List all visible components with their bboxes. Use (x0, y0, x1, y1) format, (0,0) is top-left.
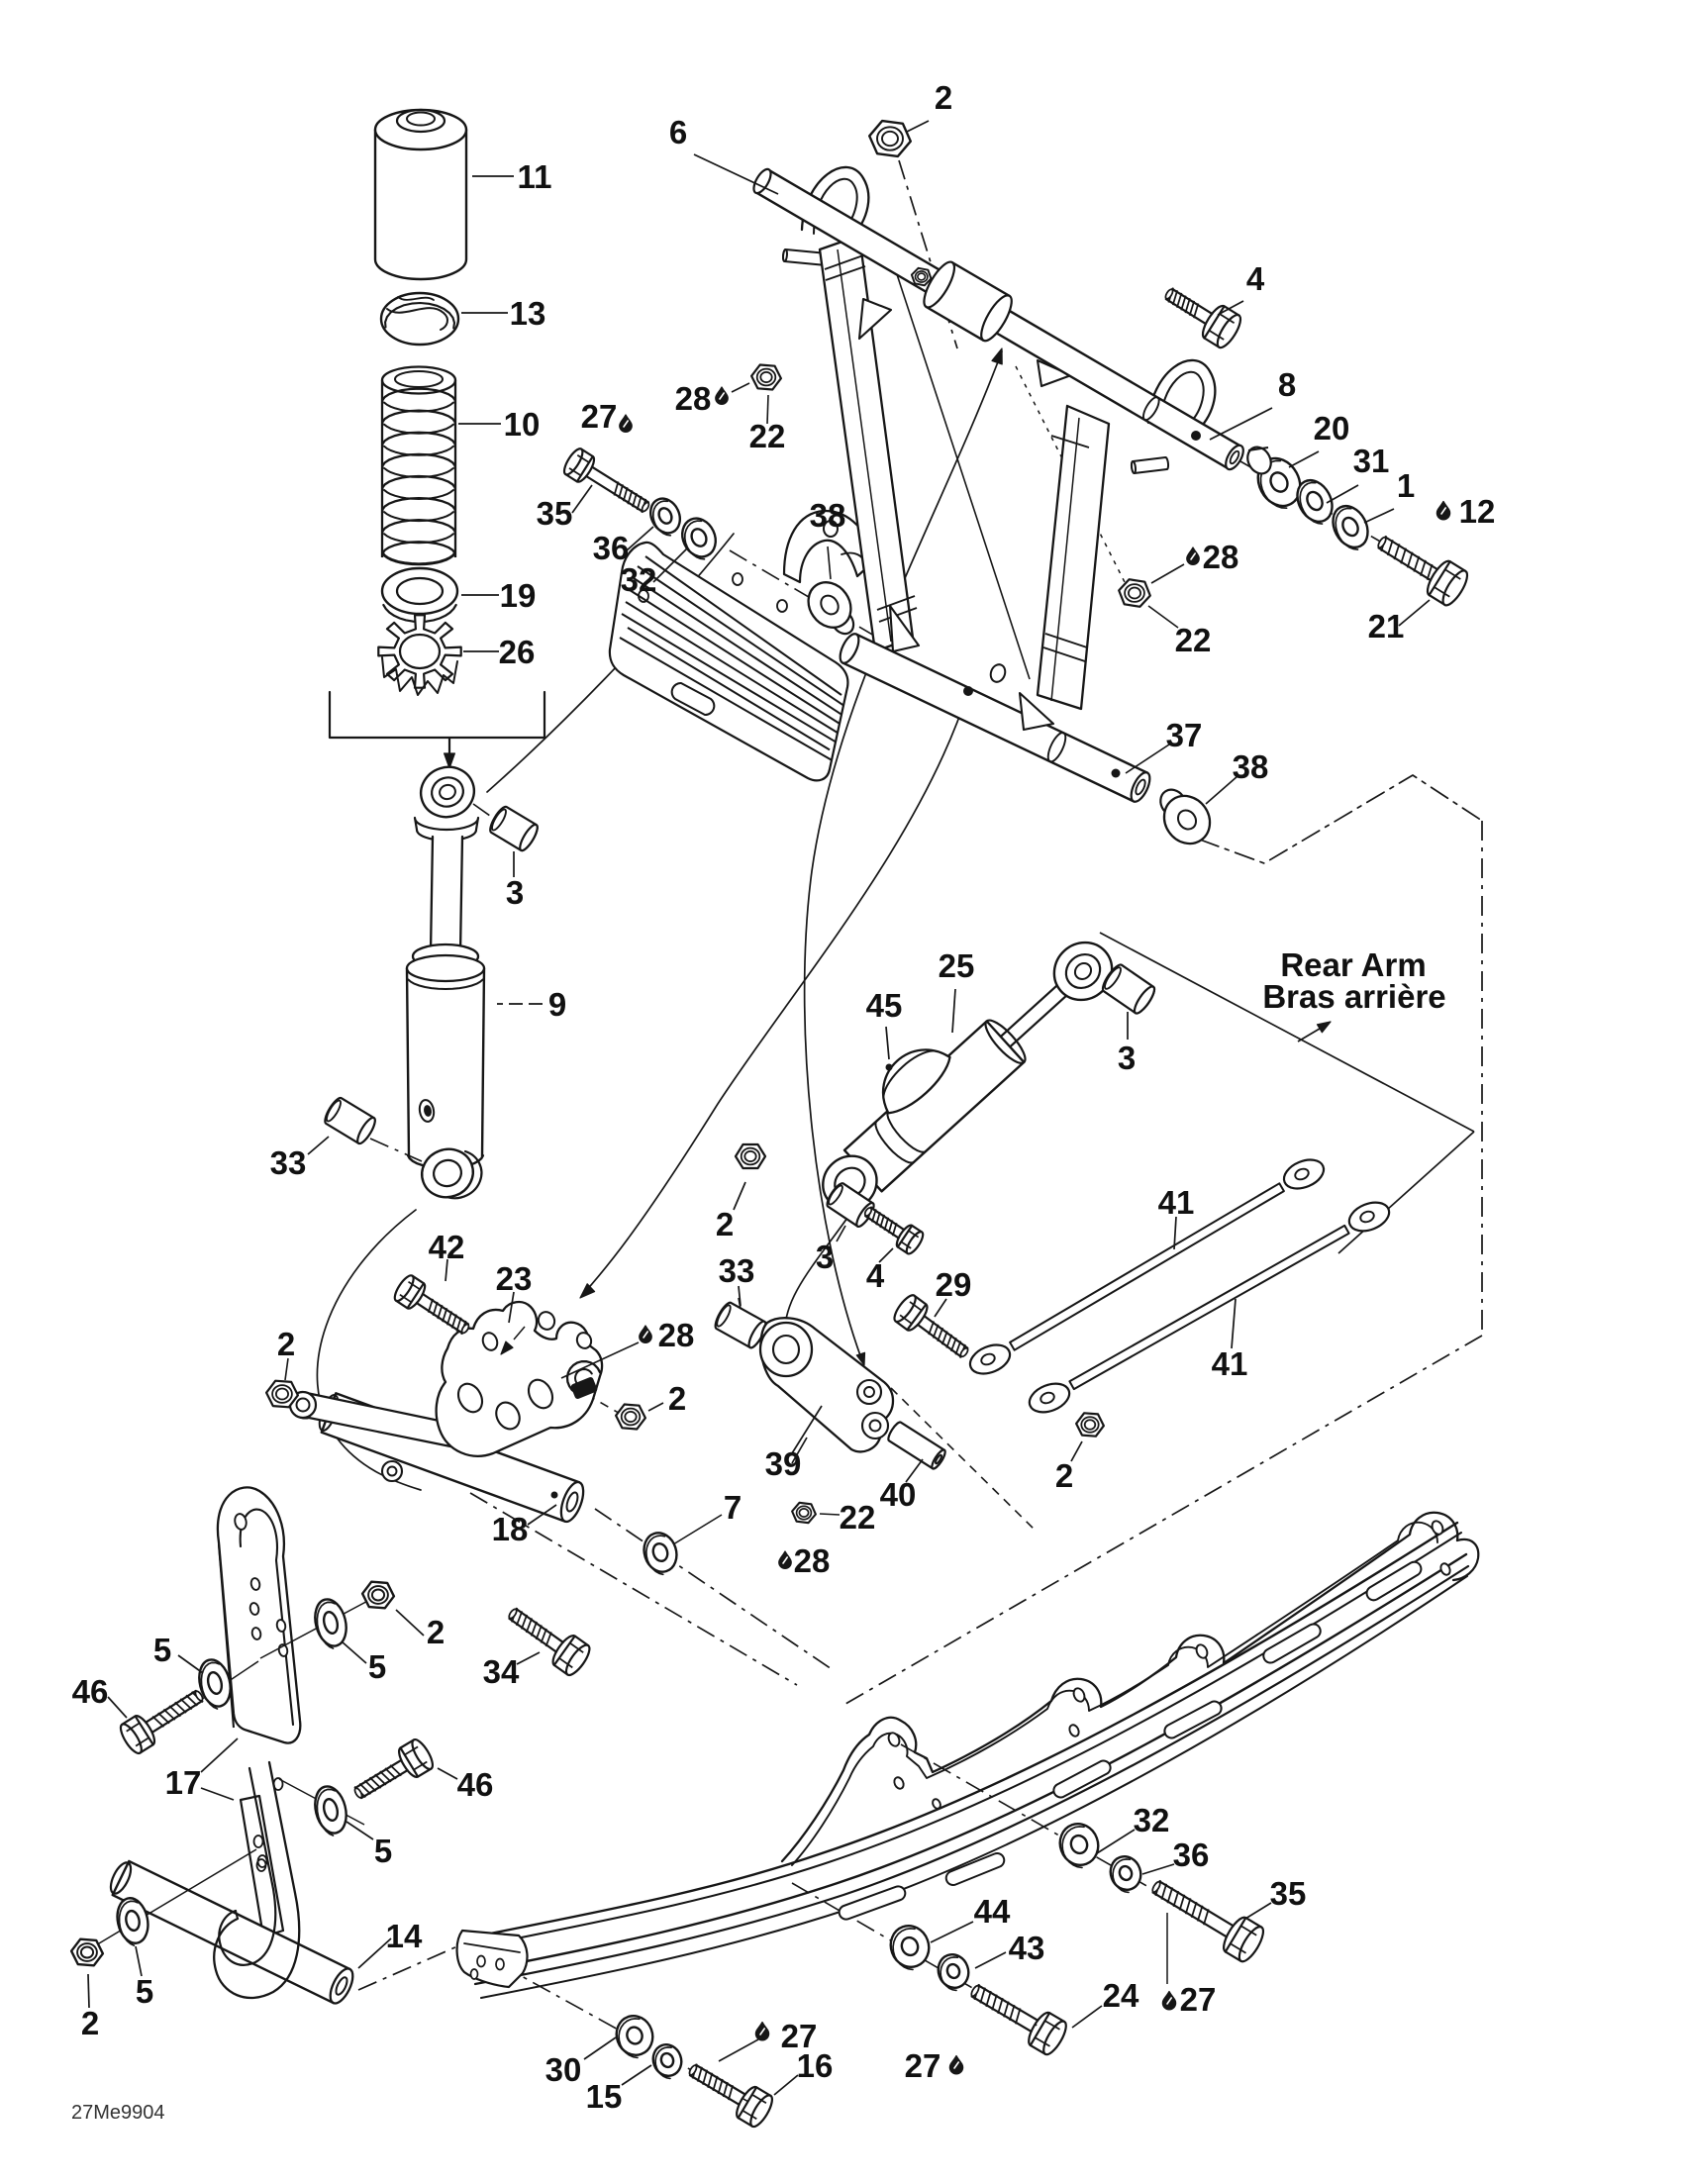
svg-text:38: 38 (1233, 748, 1269, 785)
svg-text:12: 12 (1459, 493, 1496, 530)
svg-text:30: 30 (545, 2051, 582, 2088)
svg-text:15: 15 (586, 2078, 623, 2115)
svg-text:31: 31 (1353, 443, 1390, 479)
svg-text:21: 21 (1368, 608, 1405, 645)
svg-text:41: 41 (1158, 1184, 1195, 1221)
svg-text:46: 46 (457, 1766, 494, 1803)
svg-text:3: 3 (816, 1239, 834, 1275)
svg-text:42: 42 (429, 1229, 465, 1265)
svg-text:34: 34 (483, 1653, 520, 1690)
svg-text:35: 35 (1270, 1875, 1307, 1912)
svg-text:10: 10 (504, 406, 541, 443)
svg-text:3: 3 (506, 874, 524, 911)
svg-text:14: 14 (386, 1918, 423, 1954)
svg-text:4: 4 (1246, 260, 1265, 297)
svg-text:6: 6 (669, 114, 687, 150)
svg-text:9: 9 (548, 986, 566, 1023)
svg-text:25: 25 (939, 947, 975, 984)
svg-text:11: 11 (518, 158, 552, 195)
svg-text:8: 8 (1278, 366, 1296, 403)
svg-text:18: 18 (492, 1511, 529, 1547)
svg-text:36: 36 (1173, 1837, 1210, 1873)
svg-text:22: 22 (749, 418, 786, 454)
svg-text:33: 33 (270, 1144, 307, 1181)
svg-text:22: 22 (840, 1499, 876, 1536)
svg-text:1: 1 (1397, 467, 1415, 504)
svg-text:28: 28 (658, 1317, 695, 1353)
svg-text:28: 28 (794, 1542, 831, 1579)
svg-text:2: 2 (716, 1206, 734, 1242)
svg-text:Bras arrière: Bras arrière (1262, 978, 1445, 1015)
svg-text:4: 4 (866, 1257, 885, 1294)
svg-text:5: 5 (136, 1973, 153, 2010)
svg-text:2: 2 (1055, 1457, 1073, 1494)
svg-text:27: 27 (905, 2047, 941, 2084)
svg-text:46: 46 (72, 1673, 109, 1710)
svg-text:27: 27 (781, 2018, 818, 2054)
svg-text:2: 2 (935, 79, 952, 116)
svg-text:2: 2 (81, 2005, 99, 2041)
svg-text:27: 27 (581, 398, 618, 435)
svg-text:41: 41 (1212, 1345, 1248, 1382)
svg-text:35: 35 (537, 495, 573, 532)
svg-text:22: 22 (1175, 622, 1212, 658)
svg-text:33: 33 (719, 1252, 755, 1289)
svg-text:32: 32 (621, 561, 657, 598)
svg-text:37: 37 (1166, 717, 1203, 753)
svg-text:39: 39 (765, 1445, 802, 1482)
svg-text:7: 7 (724, 1489, 742, 1526)
svg-text:23: 23 (496, 1260, 533, 1297)
svg-text:32: 32 (1134, 1802, 1170, 1838)
svg-text:19: 19 (500, 577, 537, 614)
svg-text:3: 3 (1118, 1040, 1136, 1076)
svg-text:16: 16 (797, 2047, 834, 2084)
svg-text:Rear Arm: Rear Arm (1280, 946, 1426, 983)
svg-text:13: 13 (510, 295, 546, 332)
svg-text:36: 36 (593, 530, 630, 566)
svg-text:45: 45 (866, 987, 903, 1024)
svg-text:5: 5 (153, 1632, 171, 1668)
svg-text:27: 27 (1180, 1981, 1217, 2018)
svg-text:2: 2 (668, 1380, 686, 1417)
svg-text:26: 26 (499, 634, 536, 670)
svg-text:2: 2 (427, 1614, 445, 1650)
svg-text:40: 40 (880, 1476, 917, 1513)
svg-text:20: 20 (1314, 410, 1350, 447)
svg-text:27Me9904: 27Me9904 (71, 2102, 165, 2124)
svg-text:38: 38 (810, 497, 846, 534)
svg-text:5: 5 (368, 1648, 386, 1685)
svg-text:29: 29 (936, 1266, 972, 1303)
svg-text:44: 44 (974, 1893, 1011, 1930)
svg-text:43: 43 (1009, 1930, 1045, 1966)
svg-text:17: 17 (165, 1764, 202, 1801)
svg-text:24: 24 (1103, 1977, 1139, 2014)
svg-text:28: 28 (1203, 539, 1239, 575)
svg-text:5: 5 (374, 1833, 392, 1869)
svg-text:2: 2 (277, 1326, 295, 1362)
svg-text:28: 28 (675, 380, 712, 417)
